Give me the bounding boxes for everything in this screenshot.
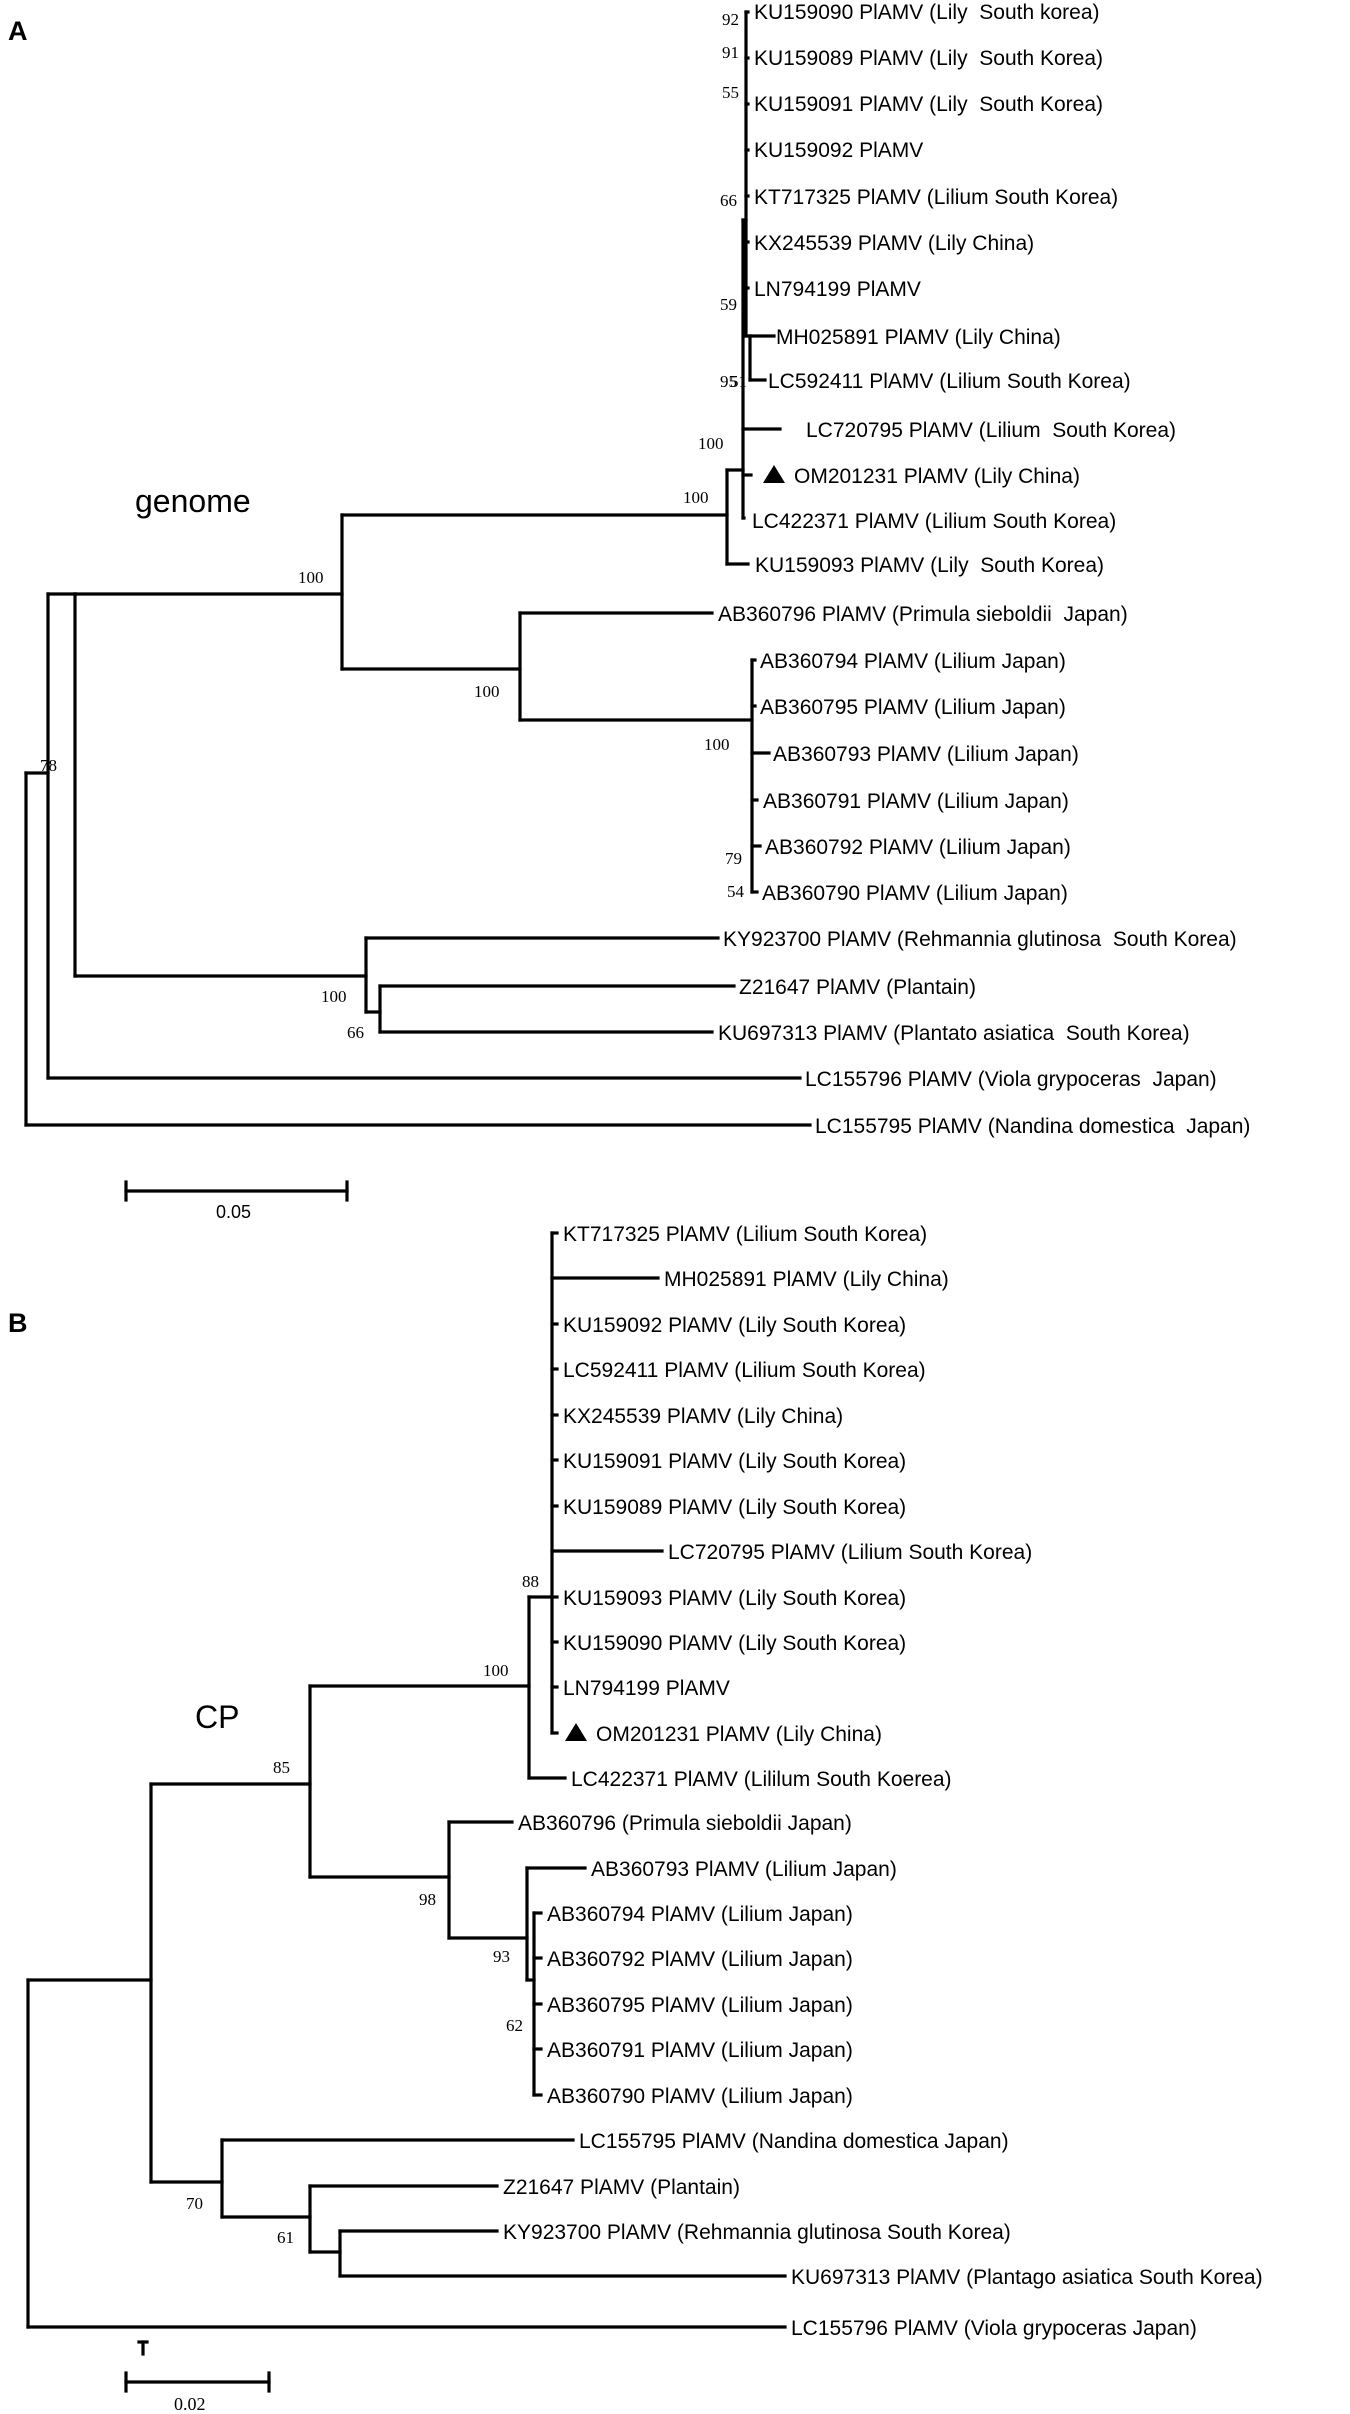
bootstrap-value: 78 [40, 756, 57, 775]
leaf-label: KU159092 PlAMV (Lily South Korea) [563, 1314, 906, 1337]
panel-b-bootstraps: 88 100 85 98 93 62 70 61 [186, 1572, 539, 2247]
bootstrap-value: 93 [493, 1947, 510, 1966]
leaf-label: LC155795 PlAMV (Nandina domestica Japan) [579, 2130, 1009, 2153]
bootstrap-value: 59 [720, 295, 737, 314]
scale-bar-label: 0.02 [174, 2394, 206, 2414]
bootstrap-value: 100 [683, 488, 709, 507]
leaf-label: KU697313 PlAMV (Plantago asiatica South … [791, 2266, 1263, 2289]
leaf-label: AB360793 PlAMV (Lilium Japan) [591, 1858, 897, 1881]
leaf-label: LC155795 PlAMV (Nandina domestica Japan) [815, 1115, 1250, 1138]
leaf-label: KY923700 PlAMV (Rehmannia glutinosa Sout… [503, 2221, 1011, 2244]
bootstrap-value: 62 [506, 2016, 523, 2035]
leaf-label: KU159090 PlAMV (Lily South korea) [754, 1, 1100, 24]
bootstrap-value: 88 [522, 1572, 539, 1591]
panel-b-tree-label: CP [195, 1699, 239, 1735]
leaf-label: KT717325 PlAMV (Lilium South Korea) [563, 1223, 927, 1246]
leaf-label: LC720795 PlAMV (Lilium South Korea) [668, 1541, 1032, 1564]
leaf-label: LC592411 PlAMV (Lilium South Korea) [563, 1359, 926, 1382]
panel-b-scale-bar: 0.02 [124, 2340, 271, 2414]
highlight-triangle-icon [565, 1723, 587, 1741]
panel-b-branches [26, 1231, 787, 2329]
panel-a-branches [24, 10, 812, 1127]
scale-bar-label: 0.05 [216, 1202, 251, 1222]
leaf-label: AB360795 PlAMV (Lilium Japan) [547, 1994, 853, 2017]
panel-b-label: B [8, 1308, 28, 1338]
panel-b: B CP [8, 1223, 1263, 2414]
leaf-label: LC422371 PlAMV (Lilium South Korea) [752, 510, 1116, 533]
leaf-label: LN794199 PlAMV [563, 1677, 730, 1700]
leaf-label: AB360794 PlAMV (Lilium Japan) [760, 650, 1066, 673]
leaf-label: LC720795 PlAMV (Lilium South Korea) [806, 419, 1176, 442]
leaf-label-highlight: OM201231 PlAMV (Lily China) [794, 465, 1080, 488]
bootstrap-value: 100 [474, 682, 500, 701]
leaf-label: LC155796 PlAMV (Viola grypoceras Japan) [805, 1068, 1217, 1091]
leaf-label: AB360792 PlAMV (Lilium Japan) [547, 1948, 853, 1971]
panel-a-bootstraps: 92 91 55 66 59 95 51 100 100 100 100 100… [40, 10, 747, 1042]
leaf-label: KU159093 PlAMV (Lily South Korea) [755, 554, 1104, 577]
panel-a-tree-label: genome [135, 483, 251, 519]
leaf-label: KU159092 PlAMV [754, 139, 923, 162]
panel-a-scale-bar: 0.05 [124, 1180, 349, 1222]
bootstrap-value: 55 [722, 83, 739, 102]
leaf-label: KU159089 PlAMV (Lily South Korea) [563, 1496, 906, 1519]
leaf-label: LC155796 PlAMV (Viola grypoceras Japan) [791, 2317, 1197, 2340]
leaf-label: AB360795 PlAMV (Lilium Japan) [760, 696, 1066, 719]
leaf-label: MH025891 PlAMV (Lily China) [776, 326, 1061, 349]
leaf-label: MH025891 PlAMV (Lily China) [664, 1268, 949, 1291]
leaf-label: AB360792 PlAMV (Lilium Japan) [765, 836, 1071, 859]
leaf-label: KY923700 PlAMV (Rehmannia glutinosa Sout… [723, 928, 1237, 951]
leaf-label: AB360796 (Primula sieboldii Japan) [518, 1812, 852, 1835]
leaf-label: KX245539 PlAMV (Lily China) [563, 1405, 843, 1428]
leaf-label: KU159093 PlAMV (Lily South Korea) [563, 1587, 906, 1610]
leaf-label: AB360791 PlAMV (Lilium Japan) [547, 2039, 853, 2062]
bootstrap-value: 91 [722, 43, 739, 62]
leaf-label: AB360790 PlAMV (Lilium Japan) [547, 2085, 853, 2108]
bootstrap-value: 100 [298, 568, 324, 587]
highlight-triangle-icon [763, 465, 785, 483]
bootstrap-value: 85 [273, 1758, 290, 1777]
panel-a-label: A [8, 16, 28, 46]
leaf-label: LC592411 PlAMV (Lilium South Korea) [768, 370, 1131, 393]
leaf-label: KX245539 PlAMV (Lily China) [754, 232, 1034, 255]
bootstrap-value: 61 [277, 2228, 294, 2247]
bootstrap-value: 66 [720, 191, 737, 210]
bootstrap-value: 100 [698, 434, 724, 453]
bootstrap-value: 100 [321, 987, 347, 1006]
bootstrap-value: 66 [347, 1023, 364, 1042]
leaf-label-highlight: OM201231 PlAMV (Lily China) [596, 1723, 882, 1746]
leaf-label: LN794199 PlAMV [754, 278, 921, 301]
leaf-label: AB360793 PlAMV (Lilium Japan) [773, 743, 1079, 766]
bootstrap-value: 79 [725, 849, 742, 868]
bootstrap-value: 54 [727, 882, 745, 901]
leaf-label: KU697313 PlAMV (Plantato asiatica South … [718, 1022, 1190, 1045]
leaf-label: LC422371 PlAMV (Lililum South Koerea) [571, 1768, 952, 1791]
leaf-label: KU159089 PlAMV (Lily South Korea) [754, 47, 1103, 70]
bootstrap-value: 100 [704, 735, 730, 754]
bootstrap-value: 70 [186, 2194, 203, 2213]
bootstrap-value: 95 [720, 372, 737, 391]
panel-a-leaves: KU159090 PlAMV (Lily South korea) KU1590… [718, 1, 1250, 1138]
bootstrap-value: 100 [483, 1661, 509, 1680]
leaf-label: Z21647 PlAMV (Plantain) [739, 976, 976, 999]
bootstrap-value: 98 [419, 1890, 436, 1909]
leaf-label: KU159091 PlAMV (Lily South Korea) [563, 1450, 906, 1473]
leaf-label: AB360796 PlAMV (Primula sieboldii Japan) [718, 603, 1128, 626]
panel-b-leaves: KT717325 PlAMV (Lilium South Korea) MH02… [503, 1223, 1263, 2340]
leaf-label: KT717325 PlAMV (Lilium South Korea) [754, 186, 1118, 209]
leaf-label: AB360790 PlAMV (Lilium Japan) [762, 882, 1068, 905]
leaf-label: AB360791 PlAMV (Lilium Japan) [763, 790, 1069, 813]
leaf-label: KU159090 PlAMV (Lily South Korea) [563, 1632, 906, 1655]
panel-a: A genome [8, 1, 1250, 1222]
leaf-label: KU159091 PlAMV (Lily South Korea) [754, 93, 1103, 116]
bootstrap-value: 51 [730, 372, 747, 391]
leaf-label: Z21647 PlAMV (Plantain) [503, 2176, 740, 2199]
leaf-label: AB360794 PlAMV (Lilium Japan) [547, 1903, 853, 1926]
bootstrap-value: 92 [722, 10, 739, 29]
